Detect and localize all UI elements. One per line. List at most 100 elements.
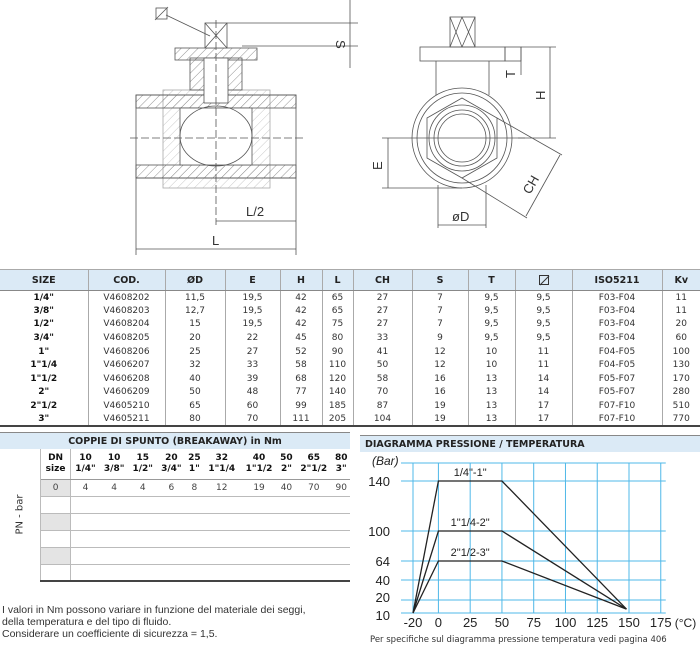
note-line: Considerare un coefficiente di sicurezza…: [2, 628, 218, 640]
breakaway-empty-row: [0, 547, 350, 565]
x-tick-label: 100: [555, 615, 577, 630]
column-header: Kv: [661, 269, 700, 291]
table-cell: 39: [224, 372, 280, 386]
dim-l-label: L: [212, 233, 219, 248]
table-cell: 13: [467, 399, 515, 413]
breakaway-empty-row: [0, 530, 350, 548]
table-cell: 60: [224, 399, 280, 413]
table-cell: 20: [164, 331, 225, 345]
dim-e-label: E: [370, 161, 385, 170]
size-value: 3/8": [103, 463, 125, 474]
dn-value: 10: [79, 452, 92, 463]
table-cell: 45: [279, 331, 322, 345]
table-cell: 99: [279, 399, 322, 413]
dim-s-label: S: [333, 40, 348, 49]
dn-value: 20: [165, 452, 178, 463]
table-cell: V4608204: [87, 317, 165, 332]
table-cell: 510: [661, 399, 700, 413]
table-cell: 33: [224, 358, 280, 373]
table-cell: V4605210: [87, 399, 165, 413]
pn-cell: [40, 513, 72, 531]
table-cell: 16: [411, 385, 468, 400]
table-cell: V4606208: [87, 372, 165, 386]
torque-value: 8: [185, 479, 204, 497]
table-cell: 3/8": [33, 305, 54, 316]
torque-value: 4: [128, 479, 158, 497]
x-tick-label: 75: [526, 615, 540, 630]
table-cell: 50: [352, 358, 412, 373]
table-cell: 65: [321, 304, 353, 318]
table-cell: 77: [279, 385, 322, 400]
series-label: 2"1/2-3": [451, 547, 490, 559]
column-header: ISO5211: [571, 269, 662, 291]
table-cell: V4608205: [87, 331, 165, 345]
table-cell: 27: [352, 304, 412, 318]
table-cell: 58: [352, 372, 412, 386]
table-cell: 68: [279, 372, 322, 386]
table-cell: F05-F07: [571, 372, 662, 386]
table-cell: 19: [411, 412, 468, 428]
table-cell: 16: [411, 372, 468, 386]
table-cell: 280: [661, 385, 700, 400]
pn-cell: [40, 564, 72, 582]
torque-value: 40: [277, 479, 296, 497]
table-cell: 3/4": [33, 333, 54, 344]
dn-label: DN: [48, 452, 64, 463]
y-tick-label: 20: [376, 590, 390, 605]
table-cell: 14: [514, 372, 572, 386]
x-tick-label: 150: [618, 615, 640, 630]
table-cell: 100: [661, 344, 700, 359]
x-tick-label: 0: [435, 615, 442, 630]
breakaway-title: COPPIE DI SPUNTO (BREAKAWAY) in Nm: [0, 432, 350, 449]
table-cell: 70: [352, 385, 412, 400]
table-cell: 42: [279, 317, 322, 332]
side-section-view: [130, 0, 358, 255]
series-line: [412, 480, 627, 614]
note-line: I valori in Nm possono variare in funzio…: [2, 604, 306, 616]
table-cell: 80: [164, 412, 225, 428]
pn-value: 0: [40, 479, 72, 497]
table-cell: 13: [467, 372, 515, 386]
breakaway-empty-row: [0, 513, 350, 531]
table-cell: 11: [661, 304, 700, 318]
dim-t-label: T: [503, 70, 518, 78]
series-line: [412, 530, 627, 614]
front-view: [382, 16, 563, 228]
breakaway-empty-row: [0, 496, 350, 514]
table-cell: 40: [164, 372, 225, 386]
torque-value: 6: [157, 479, 186, 497]
table-cell: 15: [164, 317, 225, 332]
table-cell: 13: [467, 385, 515, 400]
dn-value: 80: [334, 452, 348, 463]
table-cell: 104: [352, 412, 412, 428]
torque-value: 90: [332, 479, 350, 497]
table-cell: 1": [38, 346, 50, 357]
column-header: COD.: [87, 269, 165, 291]
table-cell: 20: [661, 317, 700, 332]
dn-value: 65: [307, 452, 321, 463]
size-value: 2": [280, 463, 292, 474]
table-cell: V4606209: [87, 385, 165, 400]
table-cell: 7: [411, 317, 468, 332]
table-cell: 9,5: [514, 290, 572, 305]
table-cell: F03-F04: [571, 331, 662, 345]
size-value: 3/4": [161, 463, 182, 474]
table-cell: 52: [279, 344, 322, 359]
table-cell: 170: [661, 372, 700, 386]
table-cell: 140: [321, 385, 353, 400]
table-cell: 17: [514, 412, 572, 428]
table-cell: 41: [352, 344, 412, 359]
size-value: 1/2": [132, 463, 153, 474]
table-cell: V4605211: [87, 412, 165, 428]
table-cell: 60: [661, 331, 700, 345]
